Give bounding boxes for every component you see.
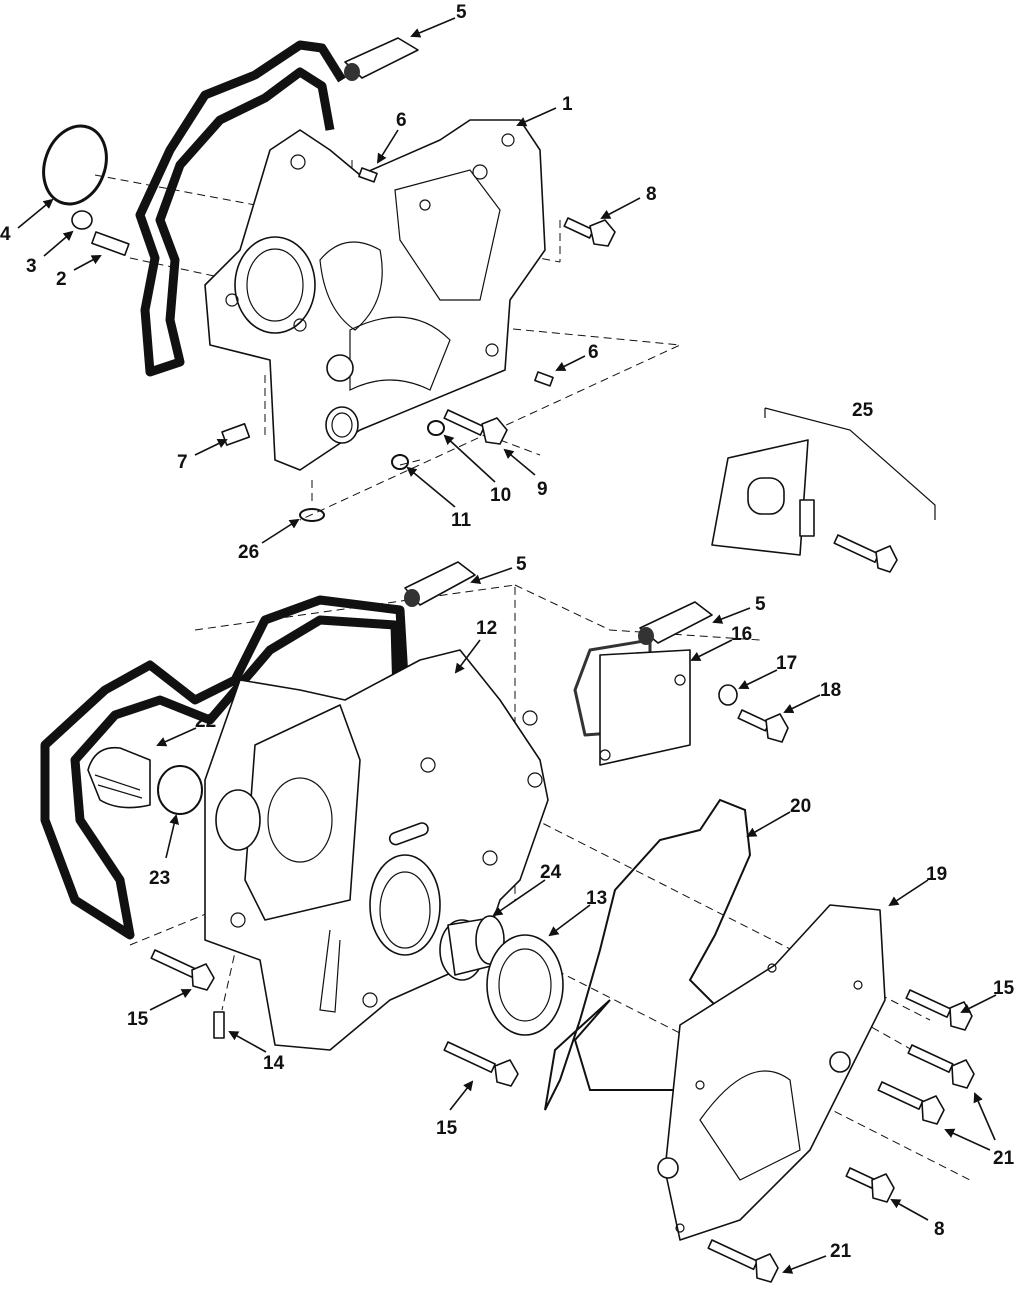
callout-2: 2	[56, 269, 67, 290]
timing-cover-19	[657, 904, 886, 1241]
callout-18: 18	[820, 680, 841, 701]
pin-6-lower	[534, 371, 554, 387]
dowel-5-middle	[404, 561, 476, 607]
kit-25	[711, 407, 936, 573]
callout-6: 6	[396, 110, 407, 131]
callout-25: 25	[852, 400, 874, 421]
callout-1: 1	[562, 94, 573, 115]
dowel-5-upper	[344, 37, 419, 81]
callout-19: 19	[926, 864, 947, 885]
o-ring-4	[42, 124, 108, 206]
callout-labels: 1 5 6 8 4 3 2 6 7 9 10 11 26 25 5 5 12 1…	[0, 2, 1015, 1262]
lower-gasket	[40, 595, 415, 940]
bolt-21-middle	[877, 1081, 945, 1125]
callout-21: 21	[830, 1241, 852, 1262]
callout-12: 12	[476, 618, 497, 639]
bolt-18	[737, 709, 789, 743]
bolt-15-right	[905, 989, 973, 1031]
callout-8: 8	[646, 184, 657, 205]
oil-seal-13	[486, 934, 564, 1036]
callout-11: 11	[451, 510, 472, 531]
bolt-21-bottom	[707, 1239, 779, 1283]
pin-14	[213, 1011, 225, 1039]
callout-26: 26	[238, 542, 259, 563]
callout-16: 16	[731, 624, 752, 645]
stud-2	[91, 231, 130, 257]
washer-17	[718, 684, 738, 706]
callout-15: 15	[993, 978, 1015, 999]
callout-17: 17	[776, 653, 797, 674]
callout-9: 9	[537, 479, 548, 500]
cover-plate-16	[573, 638, 691, 766]
bolt-15-left	[150, 949, 215, 991]
o-ring-26	[299, 508, 325, 522]
callout-3: 3	[26, 256, 37, 277]
dowel-7	[221, 422, 251, 446]
callout-22: 22	[195, 711, 216, 732]
callout-5: 5	[456, 2, 467, 23]
washer-3	[71, 210, 93, 230]
callout-21: 21	[993, 1148, 1015, 1169]
oil-filler-cap-22	[87, 746, 151, 809]
bolt-9	[443, 409, 508, 445]
callout-5: 5	[755, 594, 766, 615]
front-cover-housing-1	[204, 119, 546, 471]
callout-4: 4	[0, 224, 11, 245]
o-ring-11	[391, 454, 409, 470]
callout-13: 13	[586, 888, 607, 909]
pin-6-upper	[358, 167, 378, 183]
callout-7: 7	[177, 452, 188, 473]
o-ring-23	[157, 765, 203, 815]
callout-8: 8	[934, 1219, 945, 1240]
bolt-21-upper	[907, 1044, 975, 1089]
upper-gasket	[135, 40, 346, 377]
callout-10: 10	[490, 485, 511, 506]
bolt-15-bottom	[443, 1041, 519, 1087]
callout-arrows	[17, 17, 997, 1274]
bolt-8-lower	[845, 1167, 895, 1203]
bolt-8-upper	[563, 217, 616, 247]
callout-15: 15	[436, 1118, 458, 1139]
callout-14: 14	[263, 1053, 285, 1074]
callout-15: 15	[127, 1009, 149, 1030]
callout-23: 23	[149, 868, 170, 889]
callout-6: 6	[588, 342, 599, 363]
callout-5: 5	[516, 554, 527, 575]
dowel-5-right	[638, 601, 713, 645]
callout-24: 24	[540, 862, 562, 883]
o-ring-10	[427, 420, 445, 436]
callout-20: 20	[790, 796, 811, 817]
